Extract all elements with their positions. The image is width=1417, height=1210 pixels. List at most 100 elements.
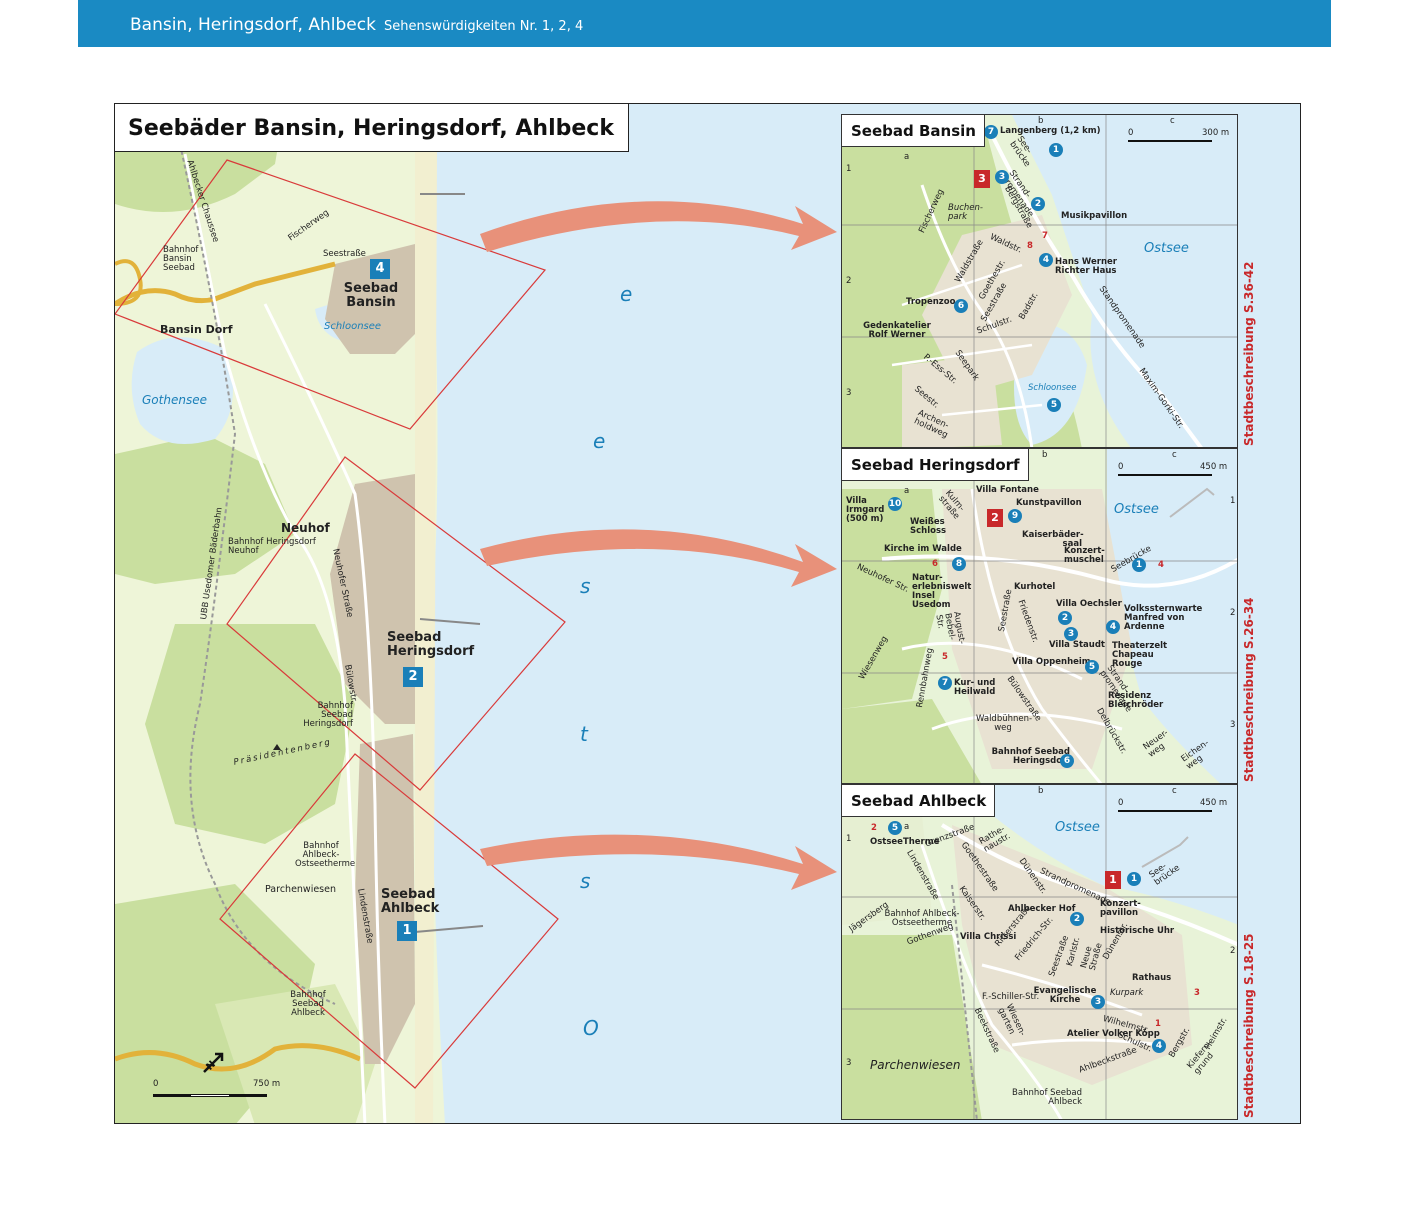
map-label: Kaiserbäder-saal [1022,530,1084,549]
tip-marker[interactable]: 3 [1194,988,1200,998]
scale-end: 750 m [253,1079,281,1089]
scale-start: 0 [1118,462,1124,472]
map-label: Musikpavillon [1061,211,1128,221]
map-label: Konzert-muschel [1064,546,1105,565]
side-reference: Stadtbeschreibung S.26-34 [1242,597,1256,782]
map-label: Kirche im Walde [884,544,962,554]
inset-title: Seebad Bansin [842,115,985,147]
map-label: Natur-erlebniswelt Insel Usedom [912,573,972,610]
grid-col-label: c [1170,116,1175,126]
poi-marker[interactable]: 1 [1127,872,1141,886]
sea-letter: e [593,429,606,453]
grid-col-label: c [1172,450,1177,460]
side-reference: Stadtbeschreibung S.36-42 [1242,261,1256,446]
grid-row-label: 2 [1230,608,1236,618]
poi-marker[interactable]: 4 [1039,253,1053,267]
poi-marker[interactable]: 9 [1008,509,1022,523]
header-sights: Sehenswürdigkeiten Nr. 1, 2, 4 [384,19,584,34]
map-label: Historische Uhr [1100,926,1175,936]
poi-marker[interactable]: 3 [1064,627,1078,641]
poi-marker[interactable]: 2 [1031,197,1045,211]
poi-marker[interactable]: 2 [1070,912,1084,926]
poi-marker[interactable]: 10 [888,497,902,511]
map-figure: Seebäder Bansin, Heringsdorf, Ahlbeck e … [114,103,1301,1124]
map-label: Bahnhof Seebad Heringsdorf [991,747,1070,766]
poi-marker[interactable]: 6 [1060,754,1074,768]
street-label: F.-Schiller-Str. [982,992,1040,1002]
tip-marker[interactable]: 4 [1158,560,1164,570]
map-label: Villa Irmgard (500 m) [846,496,885,524]
station-label: Bahnhof Bansin Seebad [163,245,199,273]
map-label: Weißes Schloss [910,517,947,536]
grid-row-label: 3 [846,388,852,398]
map-label: Villa Oppenheim [1012,657,1091,667]
poi-marker[interactable]: 7 [938,676,952,690]
map-label: Kur- und Heilwald [954,678,996,697]
tip-marker[interactable]: 2 [871,823,877,833]
town-marker: 4 [370,259,390,279]
poi-marker[interactable]: 4 [1152,1039,1166,1053]
grid-col-label: c [1172,786,1177,796]
sea-letter: O [583,1016,599,1040]
overview-title: Seebäder Bansin, Heringsdorf, Ahlbeck [115,104,629,152]
tip-marker[interactable]: 5 [942,652,948,662]
station-label: Bahnhof Seebad Heringsdorf [303,701,353,729]
poi-marker[interactable]: 8 [952,557,966,571]
place-label: Bansin Dorf [160,323,233,336]
tip-marker[interactable]: 8 [1027,241,1033,251]
poi-marker[interactable]: 6 [954,299,968,313]
map-label: Atelier Volker Köpp [1067,1029,1160,1039]
poi-marker[interactable]: 5 [888,821,902,835]
tip-marker[interactable]: 7 [1042,231,1048,241]
map-label: Kurpark [1110,988,1144,998]
poi-marker[interactable]: 3 [1091,995,1105,1009]
sea-letter: s [580,869,591,893]
inset-title: Seebad Ahlbeck [842,785,996,817]
sea-label: Ostsee [1144,241,1189,256]
highlight-marker[interactable]: 1 [1105,871,1121,889]
grid-row-label: 3 [1230,720,1236,730]
sea-label: Ostsee [1114,502,1159,517]
map-label: Villa Staudt [1049,640,1105,650]
map-label: Tropenzoo [906,297,956,307]
highlight-marker[interactable]: 3 [974,170,990,188]
header-place: Bansin, Heringsdorf, Ahlbeck [130,15,376,35]
map-label: Kurhotel [1014,582,1056,592]
grid-col-label: b [1038,786,1044,796]
tip-marker[interactable]: 1 [1155,1019,1161,1029]
map-label: Evangelische Kirche [1033,986,1097,1005]
grid-col-label: a [904,486,910,496]
poi-marker[interactable]: 5 [1047,398,1061,412]
poi-marker[interactable]: 2 [1058,611,1072,625]
scale-end: 300 m [1202,128,1230,138]
poi-marker[interactable]: 5 [1085,660,1099,674]
sea-letter: s [580,574,591,598]
lake-label: Schloonsee [1028,383,1077,393]
sea-letter: e [620,282,633,306]
map-label: Rathaus [1132,973,1172,983]
poi-marker[interactable]: 1 [1132,558,1146,572]
grid-row-label: 1 [846,834,852,844]
grid-row-label: 1 [1230,496,1236,506]
highlight-marker[interactable]: 2 [987,509,1003,527]
poi-marker[interactable]: 7 [984,125,998,139]
lake-label: Schloonsee [324,321,382,332]
station-label: Bahnhof Ahlbeck-Ostseetherme [884,909,960,928]
grid-row-label: 3 [846,1058,852,1068]
town-marker: 2 [403,667,423,687]
tip-marker[interactable]: 6 [932,559,938,569]
inset-bansin: Seebad Bansin a b c 1 2 3 0 300 m Ostsee… [841,114,1238,448]
grid-row-label: 2 [1230,946,1236,956]
station-label: Bahnhof Seebad Ahlbeck [290,990,326,1018]
town-label: Seebad Heringsdorf [387,630,475,659]
place-label: Parchenwiesen [265,884,336,895]
grid-row-label: 2 [846,276,852,286]
poi-marker[interactable]: 1 [1049,143,1063,157]
inset-ahlbeck: Seebad Ahlbeck a b c 1 2 3 0 450 m Ostse… [841,784,1238,1120]
poi-marker[interactable]: 4 [1106,620,1120,634]
street-label: Waldbühnen-weg [976,714,1033,733]
town-marker: 1 [397,921,417,941]
scale-start: 0 [1118,798,1124,808]
grid-col-label: a [904,822,910,832]
poi-marker[interactable]: 3 [995,170,1009,184]
